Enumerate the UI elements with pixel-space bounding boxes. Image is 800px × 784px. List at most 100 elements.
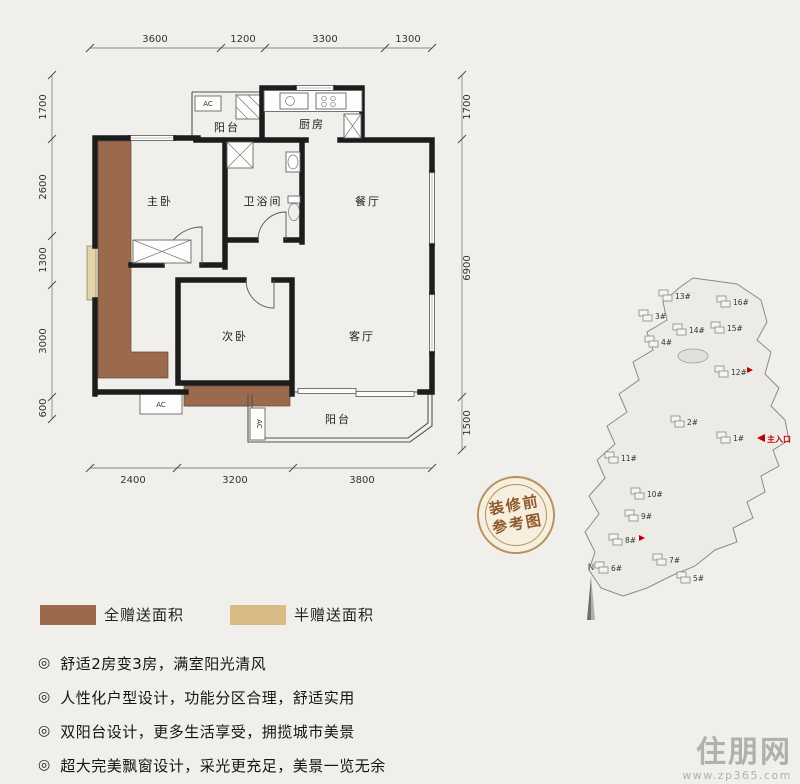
- dim-left-2: 2600: [38, 174, 49, 199]
- entrance-label: 主入口: [767, 434, 791, 444]
- feature-text-1: 舒适2房变3房，满室阳光清风: [60, 654, 267, 673]
- floorplan: 阳台 厨房 主卧 卫浴间 餐厅 次卧 客厅 阳台 AC AC AC 3600 1…: [38, 34, 473, 486]
- building-6: 6#: [594, 561, 622, 574]
- kitchen-fixtures: [263, 90, 363, 139]
- svg-text:1#: 1#: [733, 434, 744, 443]
- full-gift-swatch: [40, 604, 96, 625]
- bullet-icon: ◎: [38, 689, 51, 705]
- building-8: 8#: [608, 533, 645, 546]
- dim-right-2: 6900: [462, 255, 473, 280]
- svg-text:9#: 9#: [641, 512, 652, 521]
- north-arrow-icon: N: [587, 563, 595, 620]
- watermark-brand: 住朋网: [696, 735, 792, 770]
- half-gift-label: 半赠送面积: [294, 606, 375, 624]
- dimension-left: 1700 2600 1300 3000 600: [38, 70, 57, 424]
- building-15: 15#: [710, 321, 743, 334]
- svg-text:14#: 14#: [689, 326, 705, 335]
- sliding-door: [186, 388, 420, 407]
- dim-left-5: 600: [38, 398, 49, 417]
- svg-text:6#: 6#: [611, 564, 622, 573]
- dimension-right: 1700 6900 1500: [457, 70, 473, 455]
- ac-label-top: AC: [203, 100, 213, 108]
- watermark-url: www.zp365.com: [682, 769, 792, 782]
- site-map: 13# 16# 15# 14# 3# 4# 12# 2# 1# 11# 10# …: [584, 277, 791, 620]
- svg-text:2#: 2#: [687, 418, 698, 427]
- dim-left-4: 3000: [38, 328, 49, 353]
- dim-top-3: 3300: [312, 34, 337, 45]
- dim-right-1: 1700: [462, 94, 473, 119]
- watermark: 住朋网 www.zp365.com: [682, 735, 792, 783]
- svg-text:12#: 12#: [731, 368, 747, 377]
- dimension-top: 3600 1200 3300 1300: [85, 34, 437, 53]
- ac-label-side: AC: [255, 419, 263, 429]
- full-gift-area-left: [97, 140, 169, 379]
- red-marker-12: [747, 367, 753, 373]
- wardrobe: [132, 239, 192, 264]
- bullet-icon: ◎: [38, 757, 51, 773]
- building-3: 3#: [638, 309, 666, 322]
- building-5: 5#: [676, 571, 704, 584]
- entrance-arrow-icon: [757, 434, 765, 442]
- buildings: 13# 16# 15# 14# 3# 4# 12# 2# 1# 11# 10# …: [594, 289, 753, 584]
- bullet-icon: ◎: [38, 723, 51, 739]
- building-9: 9#: [624, 509, 652, 522]
- building-10: 10#: [630, 487, 663, 500]
- dim-bottom-1: 2400: [120, 475, 145, 486]
- ac-label-bottom: AC: [156, 401, 166, 409]
- room-label-dining: 餐厅: [355, 194, 381, 208]
- dim-right-3: 1500: [462, 410, 473, 435]
- room-label-balcony-top: 阳台: [214, 120, 240, 134]
- building-4: 4#: [644, 335, 672, 348]
- feature-text-2: 人性化户型设计，功能分区合理，舒适实用: [60, 688, 355, 707]
- feature-text-4: 超大完美飘窗设计，采光更充足，美景一览无余: [60, 756, 386, 775]
- svg-text:11#: 11#: [621, 454, 637, 463]
- feature-item-2: ◎ 人性化户型设计，功能分区合理，舒适实用: [38, 680, 386, 714]
- svg-text:8#: 8#: [625, 536, 636, 545]
- building-1: 1#: [716, 431, 744, 444]
- feature-item-4: ◎ 超大完美飘窗设计，采光更充足，美景一览无余: [38, 748, 386, 782]
- legend: 全赠送面积 半赠送面积: [40, 604, 374, 625]
- pond: [677, 348, 709, 364]
- balcony-railings: [139, 91, 433, 443]
- room-label-balcony-bottom: 阳台: [325, 412, 351, 426]
- dim-top-2: 1200: [230, 34, 255, 45]
- room-labels: 阳台 厨房 主卧 卫浴间 餐厅 次卧 客厅 阳台 AC AC AC: [147, 100, 381, 429]
- svg-text:13#: 13#: [675, 292, 691, 301]
- bullet-icon: ◎: [38, 655, 51, 671]
- room-label-bathroom: 卫浴间: [244, 195, 283, 208]
- building-2: 2#: [670, 415, 698, 428]
- building-16: 16#: [716, 295, 749, 308]
- dim-left-3: 1300: [38, 247, 49, 272]
- room-label-kitchen: 厨房: [299, 118, 325, 131]
- feature-item-3: ◎ 双阳台设计，更多生活享受，拥揽城市美景: [38, 714, 386, 748]
- full-gift-label: 全赠送面积: [104, 606, 185, 624]
- building-12: 12#: [714, 365, 753, 378]
- stamp-inner-ring: 装修前 参考图: [480, 479, 552, 551]
- dim-bottom-3: 3800: [349, 475, 374, 486]
- site-boundary: [584, 277, 790, 597]
- dim-bottom-2: 3200: [222, 475, 247, 486]
- building-14: 14#: [672, 323, 705, 336]
- red-marker-8: [639, 535, 645, 541]
- dimension-bottom: 2400 3200 3800: [85, 463, 437, 486]
- full-gift-area-bottom: [183, 385, 291, 407]
- svg-text:16#: 16#: [733, 298, 749, 307]
- svg-text:10#: 10#: [647, 490, 663, 499]
- dim-left-1: 1700: [38, 94, 49, 119]
- windows: [127, 85, 435, 355]
- building-11: 11#: [604, 451, 637, 464]
- feature-text-3: 双阳台设计，更多生活享受，拥揽城市美景: [60, 722, 355, 741]
- building-13: 13#: [658, 289, 691, 302]
- half-gift-bay-window: [86, 245, 97, 301]
- svg-text:3#: 3#: [655, 312, 666, 321]
- room-label-master-bedroom: 主卧: [147, 195, 173, 208]
- svg-text:7#: 7#: [669, 556, 680, 565]
- building-7: 7#: [652, 553, 680, 566]
- dim-top-1: 3600: [142, 34, 167, 45]
- main-entrance: 主入口: [757, 434, 791, 444]
- room-label-living: 客厅: [349, 329, 375, 343]
- feature-item-1: ◎ 舒适2房变3房，满室阳光清风: [38, 646, 386, 680]
- north-label: N: [588, 563, 595, 573]
- feature-list: ◎ 舒适2房变3房，满室阳光清风 ◎ 人性化户型设计，功能分区合理，舒适实用 ◎…: [38, 646, 386, 782]
